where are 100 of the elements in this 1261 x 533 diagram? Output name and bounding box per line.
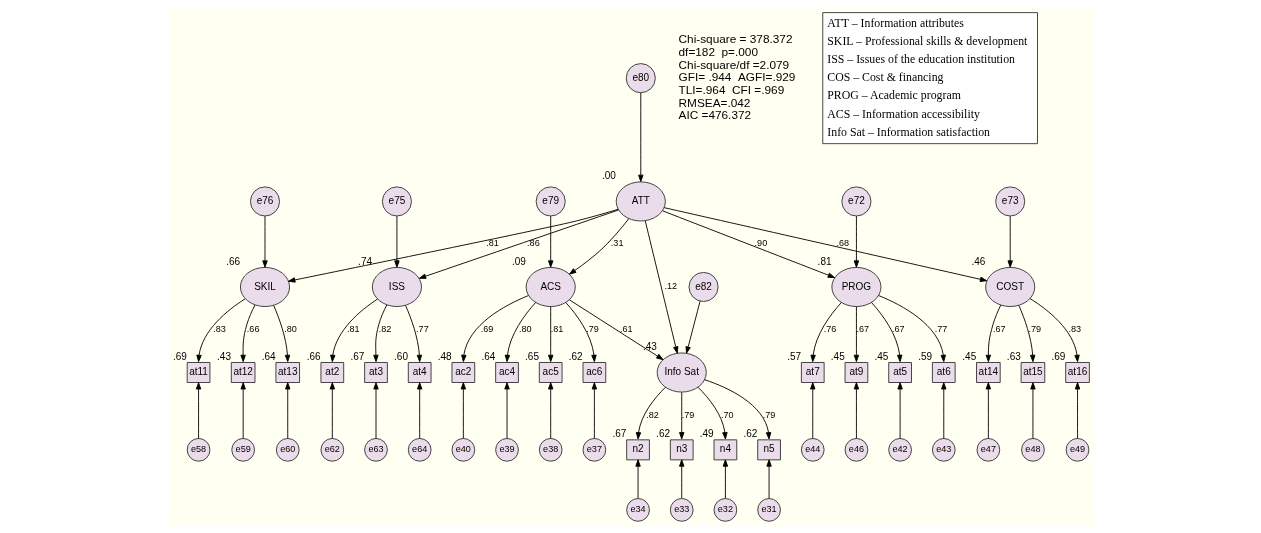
edge-label: .79 [681,409,694,420]
edge-label: .81 [346,324,360,335]
node-label: .62 [742,427,757,439]
arrow [261,215,268,268]
arrow [568,299,663,361]
edge-label: .79 [585,324,599,335]
edge-label: .79 [1027,324,1041,335]
node-label: .64 [261,350,276,362]
node-label: .67 [611,427,626,439]
arrow [568,218,629,275]
edge-label: .80 [518,324,532,335]
node-circle: e73 [994,186,1025,217]
edge-label: .77 [415,324,429,335]
node-box: ac4 [494,362,519,383]
label: ISS – Issues of the education institution [826,52,1015,67]
node-box: at13 [274,362,300,383]
node-label: .64 [480,350,495,362]
node-label: .81 [817,255,832,267]
node-label: .43 [216,350,231,362]
arrow [877,295,946,363]
node-box: at12 [230,362,255,383]
arrow [678,459,684,499]
arrow [896,382,903,439]
edge-label: .86 [526,238,540,249]
node-ellipse: SKIL [239,266,290,307]
label: ACS – Information accessibility [826,106,980,121]
node-box: at4 [407,362,431,383]
edge-label: .70 [720,409,734,420]
node-circle: e32 [713,498,737,522]
arrow [635,386,666,440]
label: df=182 p=.000 [678,44,758,59]
label: Info Sat – Information satisfaction [826,124,990,139]
node-circle: e80 [625,63,656,94]
node-label: .74 [357,255,372,267]
node-circle: e60 [275,438,300,462]
node-circle: e59 [230,438,255,462]
arrow [547,306,553,363]
arrow [1007,215,1013,268]
arrow [547,215,553,268]
arrow [1029,298,1080,363]
edge-label: .81 [485,238,499,249]
arrow [644,220,678,354]
arrow [591,382,597,439]
arrow [239,304,255,363]
node-box: ac6 [582,362,606,383]
node-circle: e46 [844,438,868,462]
arrow [416,382,422,439]
node-box: at11 [186,362,210,383]
edge-label: .81 [550,324,563,335]
node-box: at7 [800,362,825,383]
edge-label: .77 [934,324,947,335]
arrow [985,382,991,439]
node-label: .69 [172,350,187,362]
node-box: at2 [320,362,344,383]
node-label: .48 [437,350,452,362]
arrow [809,302,842,363]
node-circle: e40 [451,438,475,462]
node-label: .67 [349,350,364,362]
arrow [663,207,987,282]
edge-label: .80 [283,324,297,335]
label: SKIL – Professional skills & development [826,33,1027,48]
arrow [1029,382,1036,439]
arrow [722,459,728,499]
node-circle: e58 [186,438,210,462]
node-label: .62 [568,350,583,362]
arrow [703,379,771,440]
node-label: .69 [1050,350,1065,362]
node-box: n4 [713,439,737,461]
node-label: .59 [917,350,932,362]
node-ellipse: ISS [371,266,422,307]
arrow [1017,305,1035,363]
node-label: .62 [655,427,670,439]
node-circle: e31 [756,498,781,522]
arrow [637,92,643,182]
node-circle: e82 [688,271,719,302]
node-box: ac2 [451,362,475,383]
label: COS – Cost & financing [826,70,943,85]
arrow [697,386,728,440]
node-circle: e39 [494,438,519,462]
arrow [853,382,859,439]
arrow [940,382,946,439]
arrow [564,302,597,363]
arrow [870,302,902,363]
label: RMSEA=.042 [678,95,750,110]
node-label: .09 [511,255,526,267]
node-circle: e62 [320,438,344,462]
node-label: .57 [786,350,801,362]
node-box: at14 [975,362,1001,383]
node-box: n5 [756,439,781,461]
arrow [634,459,641,499]
node-circle: e75 [381,186,412,217]
node-box: at9 [844,362,868,383]
node-label: .66 [306,350,321,362]
arrow [393,215,400,268]
node-circle: e33 [669,498,694,522]
edge-label: .69 [480,324,493,335]
node-circle: e43 [931,438,956,462]
node-circle: e37 [582,438,606,462]
node-box: at6 [931,362,956,383]
node-ellipse: COST [984,266,1035,307]
